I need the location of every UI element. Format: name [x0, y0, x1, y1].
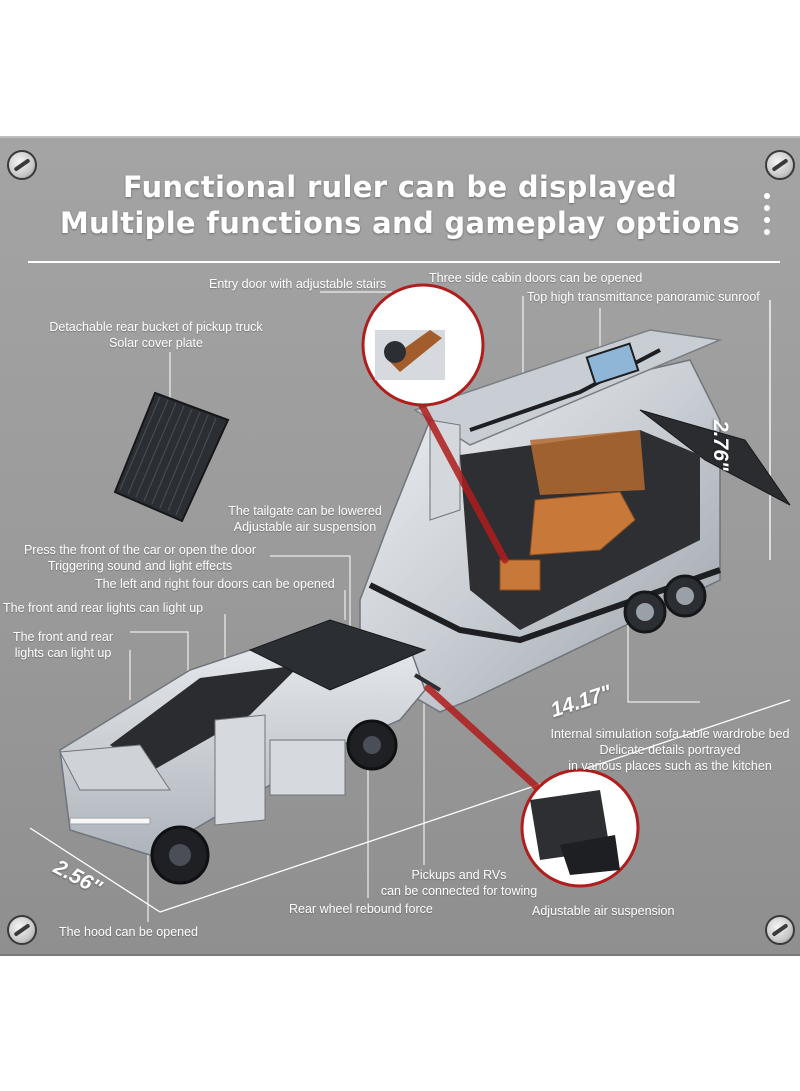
label-four-doors: The left and right four doors can be ope… — [95, 577, 335, 591]
label-lights-a: The front and rear lights can light up — [3, 601, 204, 615]
rv-trailer — [359, 329, 791, 713]
label-interior-line1: Internal simulation sofa table wardrobe … — [550, 727, 790, 741]
title-line-2: Multiple functions and gameplay options — [59, 206, 741, 240]
label-rear-bucket: Detachable rear bucket of pickup truck S… — [36, 319, 276, 351]
title-line-1: Functional ruler can be displayed — [122, 170, 678, 204]
dimension-lines — [29, 300, 791, 913]
more-dots-icon — [764, 193, 772, 241]
label-press-front: Press the front of the car or open the d… — [10, 542, 270, 574]
label-rear-bucket-line1: Detachable rear bucket of pickup truck — [49, 320, 263, 334]
solar-cover-plate — [113, 391, 230, 523]
label-press-front-line2: Triggering sound and light effects — [47, 559, 233, 573]
dimension-height: 2.76" — [709, 420, 732, 471]
label-lights-b: The front and rear lights can light up — [3, 629, 123, 661]
label-rear-bucket-line2: Solar cover plate — [109, 336, 203, 350]
label-towing-line1: Pickups and RVs — [411, 868, 507, 882]
label-press-front-line1: Press the front of the car or open the d… — [23, 543, 257, 557]
title-divider — [28, 261, 780, 263]
label-rebound: Rear wheel rebound force — [289, 902, 433, 916]
label-sunroof: Top high transmittance panoramic sunroof — [527, 290, 760, 304]
label-cabin-doors: Three side cabin doors can be opened — [429, 271, 643, 285]
label-tailgate-line2: Adjustable air suspension — [233, 520, 377, 534]
label-lights-b-line1: The front and rear — [12, 630, 114, 644]
label-tailgate-line1: The tailgate can be lowered — [228, 504, 382, 518]
screw-icon — [7, 150, 37, 180]
label-tailgate: The tailgate can be lowered Adjustable a… — [220, 503, 390, 535]
label-interior: Internal simulation sofa table wardrobe … — [545, 726, 795, 774]
pickup-truck — [59, 619, 442, 885]
label-lights-b-line2: lights can light up — [14, 646, 112, 660]
screw-icon — [7, 915, 37, 945]
label-entry-door: Entry door with adjustable stairs — [209, 277, 387, 291]
screw-icon — [765, 150, 795, 180]
label-interior-line2: Delicate details portrayed — [599, 743, 741, 757]
label-towing: Pickups and RVs can be connected for tow… — [364, 867, 554, 899]
zoom-callouts — [361, 283, 640, 888]
label-interior-line3: in various places such as the kitchen — [568, 759, 772, 773]
label-towing-line2: can be connected for towing — [380, 884, 538, 898]
screw-icon — [765, 915, 795, 945]
label-air-suspension: Adjustable air suspension — [532, 904, 675, 918]
label-hood: The hood can be opened — [59, 925, 199, 939]
